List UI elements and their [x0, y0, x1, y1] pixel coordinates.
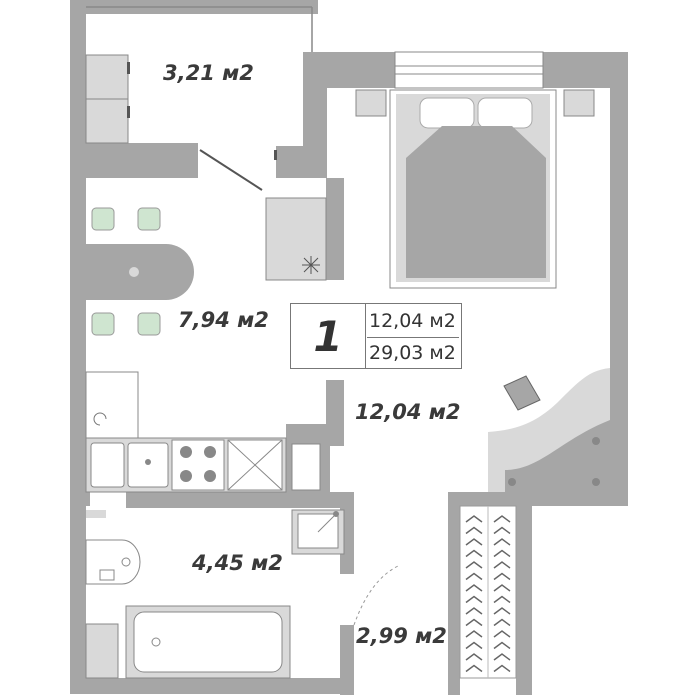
bathroom-fixtures [85, 509, 345, 679]
hanger [493, 526, 511, 535]
hanger [465, 515, 483, 523]
hanger [465, 664, 483, 673]
hallway-door [353, 565, 399, 626]
hanger [465, 630, 483, 638]
summary-divider [367, 337, 459, 338]
hanger [465, 584, 483, 592]
hanger [465, 641, 483, 650]
hanger [493, 618, 511, 627]
hanger [493, 641, 511, 650]
total-area: 29,03 м2 [369, 342, 456, 364]
rooms-count: 1 [291, 304, 366, 368]
hanger [493, 664, 511, 673]
area-label-living: 12,04 м2 [355, 400, 461, 424]
bed [355, 89, 595, 289]
hanger [493, 607, 511, 615]
area-label-hallway: 2,99 м2 [356, 624, 447, 648]
balcony-cabinets [85, 54, 129, 144]
balcony-window [86, 6, 313, 52]
balcony-door [199, 149, 263, 191]
kitchen-counter [85, 371, 321, 493]
hanger [465, 526, 483, 535]
hanger [493, 515, 511, 523]
kitchen-appliance [265, 197, 327, 281]
hanger [493, 549, 511, 558]
desk [488, 368, 610, 492]
hanger [465, 549, 483, 558]
wardrobe [459, 505, 517, 679]
dining-set [86, 207, 194, 336]
area-label-kitchen: 7,94 м2 [178, 308, 269, 332]
window-top [394, 51, 544, 89]
hanger [465, 595, 483, 604]
hanger [493, 538, 511, 546]
hanger [493, 653, 511, 661]
hanger [493, 595, 511, 604]
hanger [493, 584, 511, 592]
hanger [465, 653, 483, 661]
hanger [465, 538, 483, 546]
hanger [465, 618, 483, 627]
hanger [493, 561, 511, 569]
hanger [465, 607, 483, 615]
apartment-summary: 1 12,04 м2 29,03 м2 [290, 303, 462, 369]
hanger [465, 561, 483, 569]
hanger [493, 630, 511, 638]
area-label-balcony: 3,21 м2 [163, 61, 254, 85]
hanger [465, 572, 483, 581]
walls [70, 0, 628, 695]
living-area: 12,04 м2 [369, 310, 456, 332]
hanger [493, 572, 511, 581]
wardrobe-hangers [465, 515, 511, 673]
area-label-bathroom: 4,45 м2 [192, 551, 283, 575]
